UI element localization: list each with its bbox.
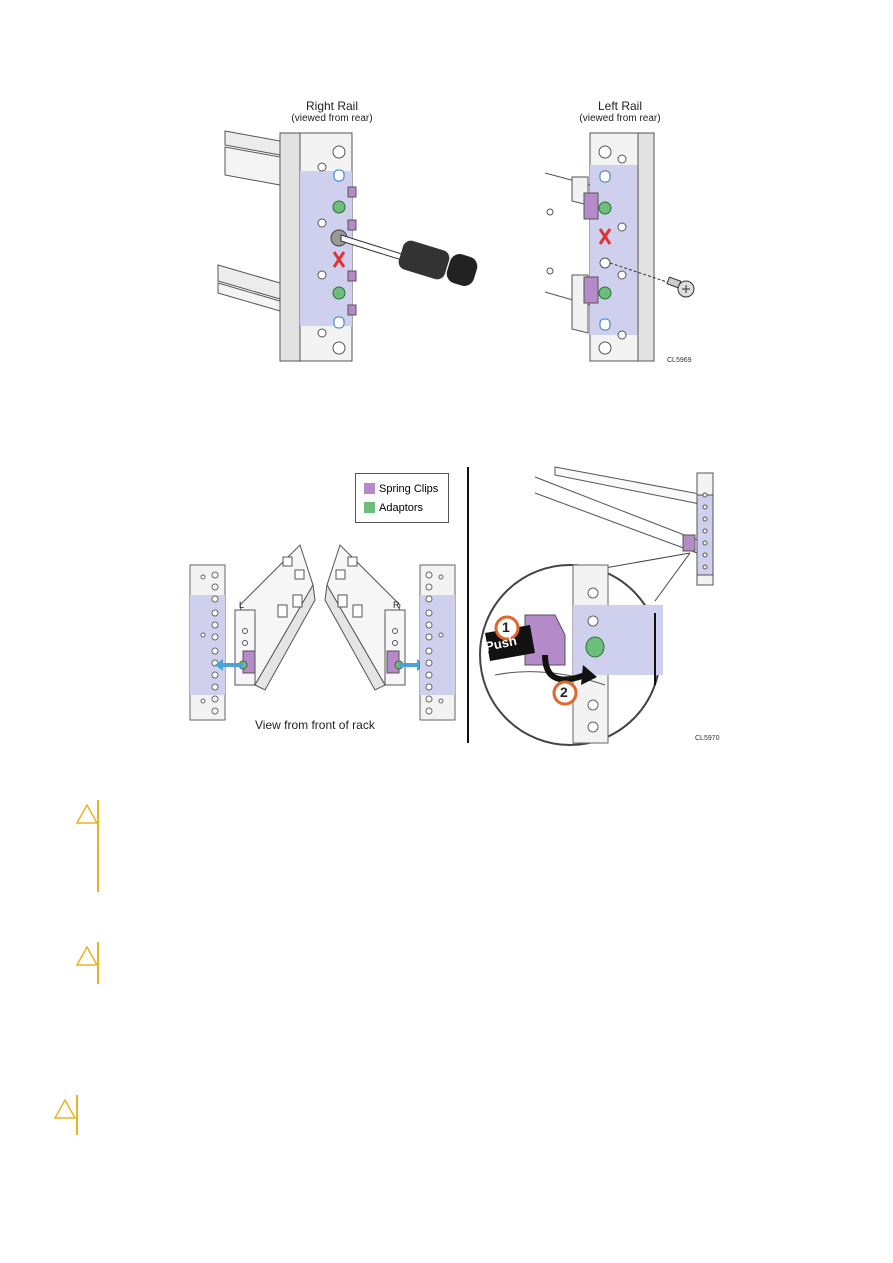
step-2-label: 2 (560, 684, 568, 700)
caution-bar (97, 942, 99, 984)
right-rail-side-rails (217, 130, 281, 312)
right-front-post (419, 564, 456, 721)
legend-item-adaptors: Adaptors (364, 502, 423, 514)
step-1-marker (494, 615, 520, 641)
left-rail-subtitle: (viewed from rear) (579, 113, 661, 124)
spring-clip-drawing (189, 466, 714, 746)
chassis-detail (534, 466, 714, 586)
figure2-code: CL5970 (695, 735, 720, 742)
left-rail-side-rails (544, 172, 591, 334)
left-rail-title: Left Rail (viewed from rear) (550, 99, 690, 124)
legend: Spring Clips Adaptors (355, 473, 449, 523)
right-rail-bracket (324, 544, 406, 691)
step-1-label: 1 (502, 619, 510, 635)
caution-bar (76, 1095, 78, 1135)
left-rail-bracket (234, 544, 316, 691)
arrow-icon (215, 659, 223, 671)
caution-icon (76, 946, 98, 966)
caution-icon (76, 804, 98, 824)
figure-spring-clips: Spring Clips Adaptors (185, 465, 735, 747)
legend-item-spring-clips: Spring Clips (364, 483, 438, 495)
step-2-marker (552, 680, 578, 706)
caution-icon (54, 1099, 76, 1119)
x-mark-icon (598, 228, 612, 245)
legend-swatch (364, 502, 375, 513)
screwdriver-icon (330, 229, 478, 286)
zoom-callout (479, 552, 691, 746)
right-rail-post (279, 132, 357, 362)
right-rail-title: Right Rail (viewed from rear) (262, 99, 402, 124)
figure2-caption: View from front of rack (255, 718, 375, 732)
right-marker: R (393, 600, 400, 610)
rail-drawing (217, 130, 695, 362)
left-front-post (189, 564, 226, 721)
caution-bar (97, 800, 99, 892)
x-mark-icon (332, 251, 346, 268)
figure1-code: CL5969 (667, 357, 692, 364)
figure-rail-removal: Right Rail (viewed from rear) Left Rail … (210, 95, 710, 370)
screw-icon (609, 262, 695, 298)
right-rail-subtitle: (viewed from rear) (291, 113, 373, 124)
left-rail-post (583, 132, 655, 362)
left-marker: L (239, 600, 245, 610)
legend-swatch (364, 483, 375, 494)
